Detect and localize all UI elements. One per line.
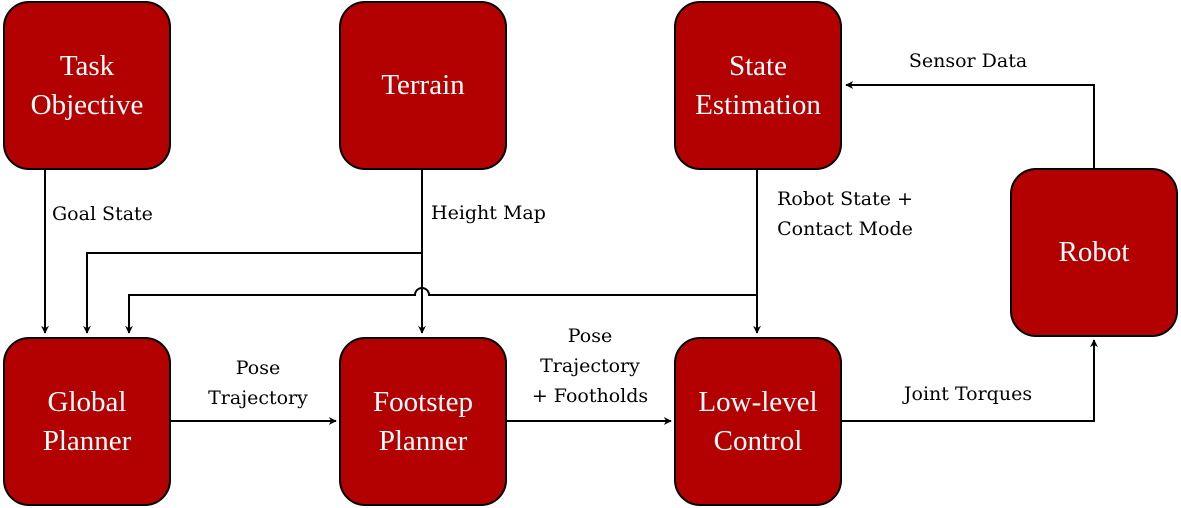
edge-lowlevel-to-robot (842, 339, 1098, 422)
node-robot: Robot (1010, 168, 1178, 337)
node-terrain: Terrain (339, 1, 507, 170)
edge-state-to-global (125, 287, 757, 334)
edge-robot-to-state (845, 81, 1095, 168)
label-height-map: Height Map (431, 202, 546, 224)
label-joint-torques: Joint Torques (903, 383, 1033, 405)
label-pose-trajectory-footholds: Pose Trajectory + Footholds (531, 325, 649, 407)
label-goal-state: Goal State (52, 203, 153, 225)
label-sensor-data: Sensor Data (908, 50, 1028, 72)
edge-terrain-to-global (83, 252, 422, 334)
label-robot-state-contact-mode: Robot State + Contact Mode (777, 188, 913, 240)
label-pose-trajectory: Pose Trajectory (208, 357, 308, 409)
